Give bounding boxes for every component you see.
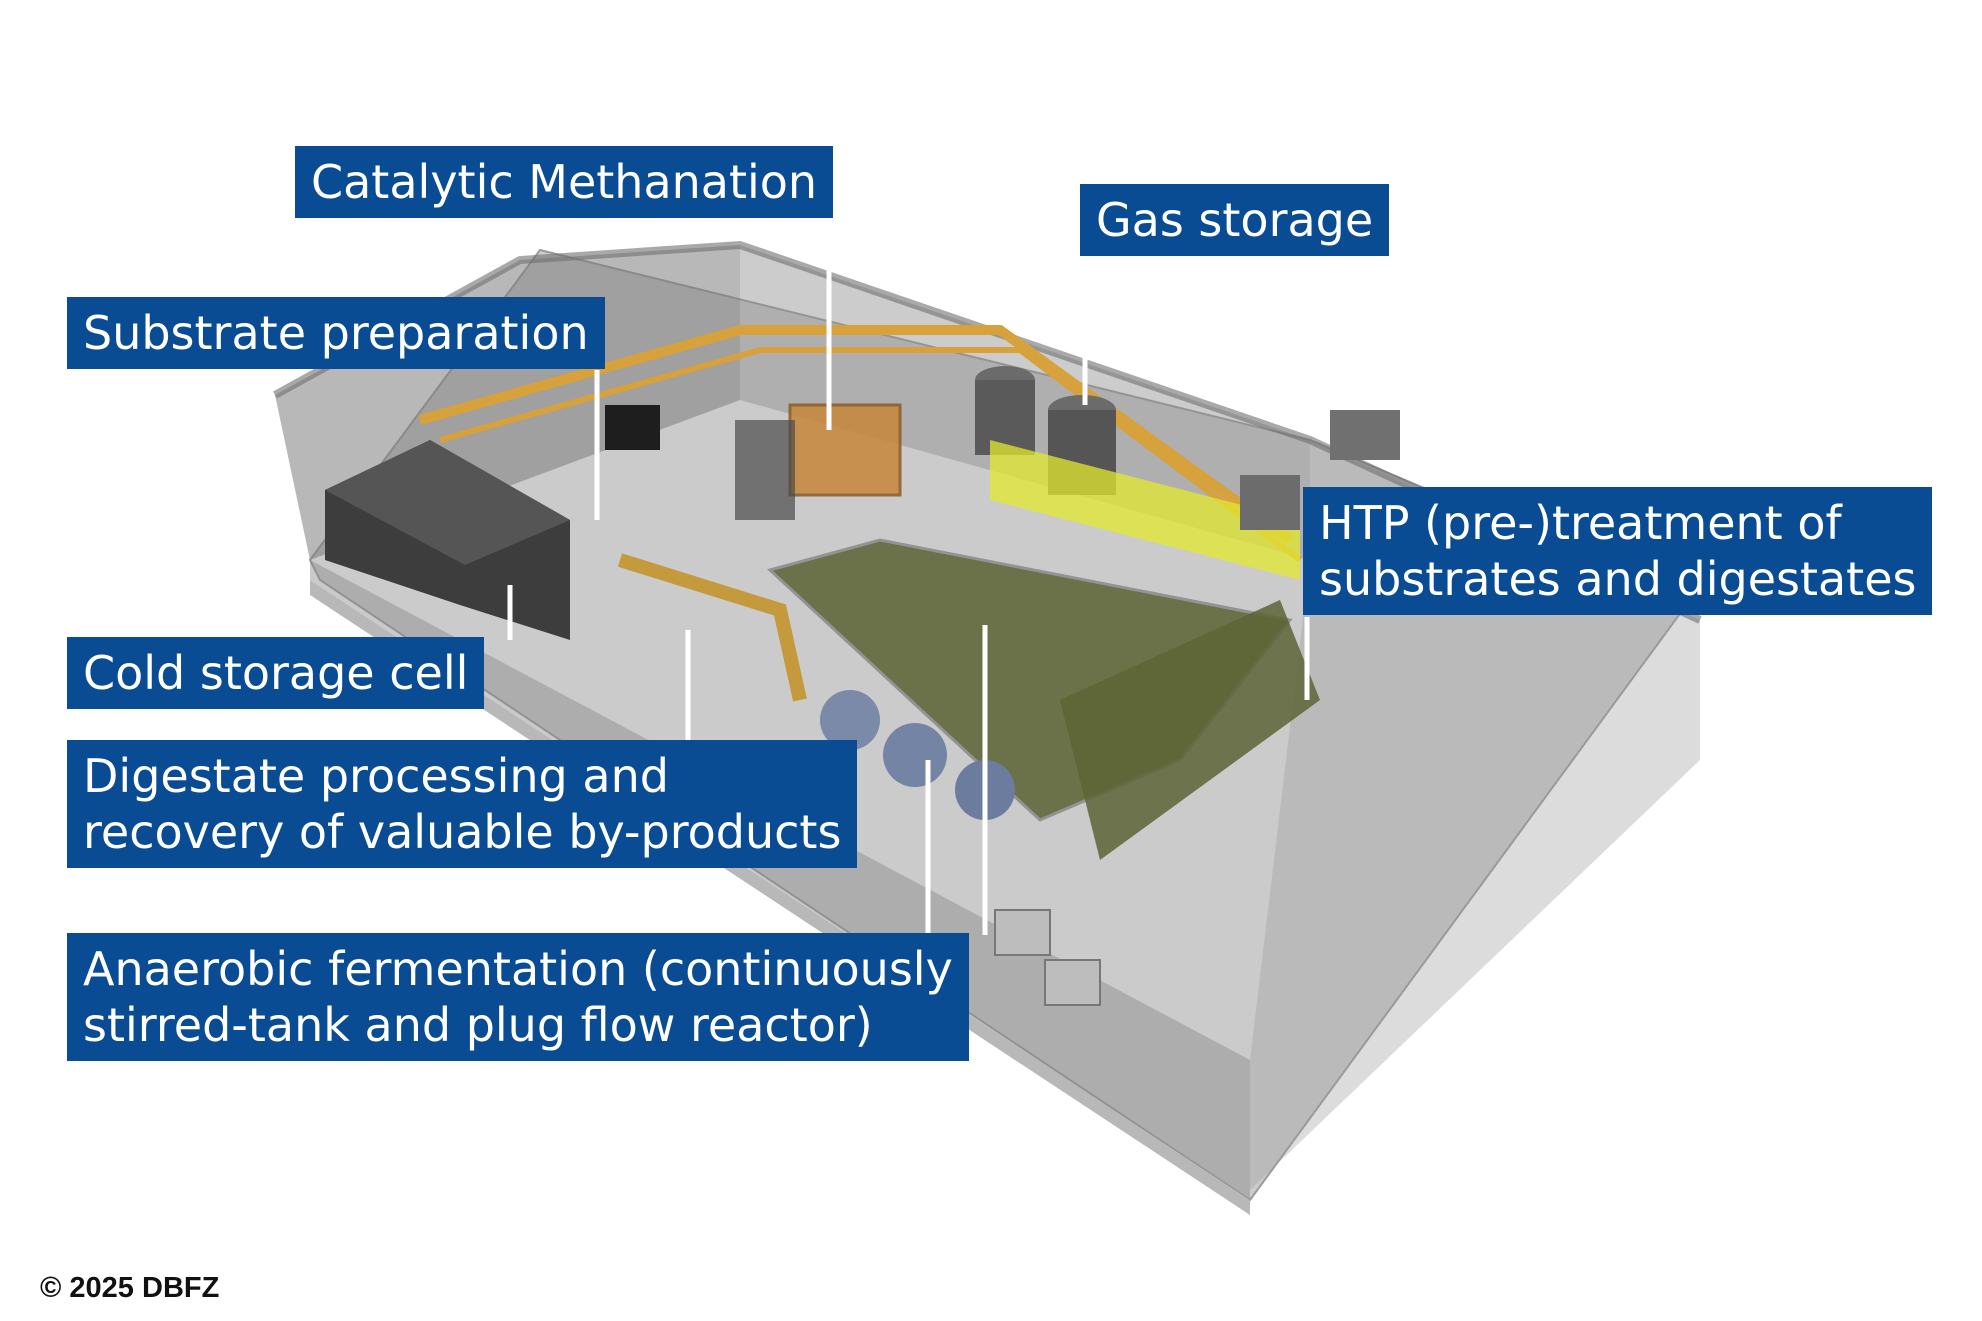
gas-tank-body-1 [975, 380, 1035, 455]
pipe-run-mid [439, 347, 1302, 563]
reactor-tank-2 [883, 723, 947, 787]
label-htp-treatment: HTP (pre-)treatment of substrates and di… [1303, 487, 1933, 616]
label-substrate-preparation: Substrate preparation [67, 297, 605, 370]
front-box-1 [994, 909, 1051, 956]
label-catalytic-methanation: Catalytic Methanation [295, 146, 834, 219]
label-cold-storage-cell: Cold storage cell [67, 637, 485, 710]
label-digestate-processing: Digestate processing and recovery of val… [67, 740, 858, 869]
methanation-frame [788, 403, 902, 497]
right-platform [1060, 600, 1320, 860]
pipe-run-top [418, 325, 1293, 545]
front-left-wall [310, 560, 1250, 1200]
cold-storage-top [325, 440, 570, 565]
right-wall [1250, 440, 1700, 1190]
building-slab [310, 580, 1250, 1215]
substrate-box [605, 405, 660, 450]
htp-hopper [1330, 410, 1400, 460]
copyright-notice: © 2025 DBFZ [40, 1272, 220, 1304]
label-gas-storage: Gas storage [1080, 184, 1390, 257]
methanation-enclosure [735, 420, 795, 520]
htp-unit [1240, 475, 1300, 530]
reactor-tank-1 [820, 690, 880, 750]
yellow-tank-section [990, 440, 1300, 580]
pipe-run-front [617, 553, 807, 702]
front-box-2 [1044, 959, 1101, 1006]
label-anaerobic-fermentation: Anaerobic fermentation (continuously sti… [67, 933, 969, 1062]
